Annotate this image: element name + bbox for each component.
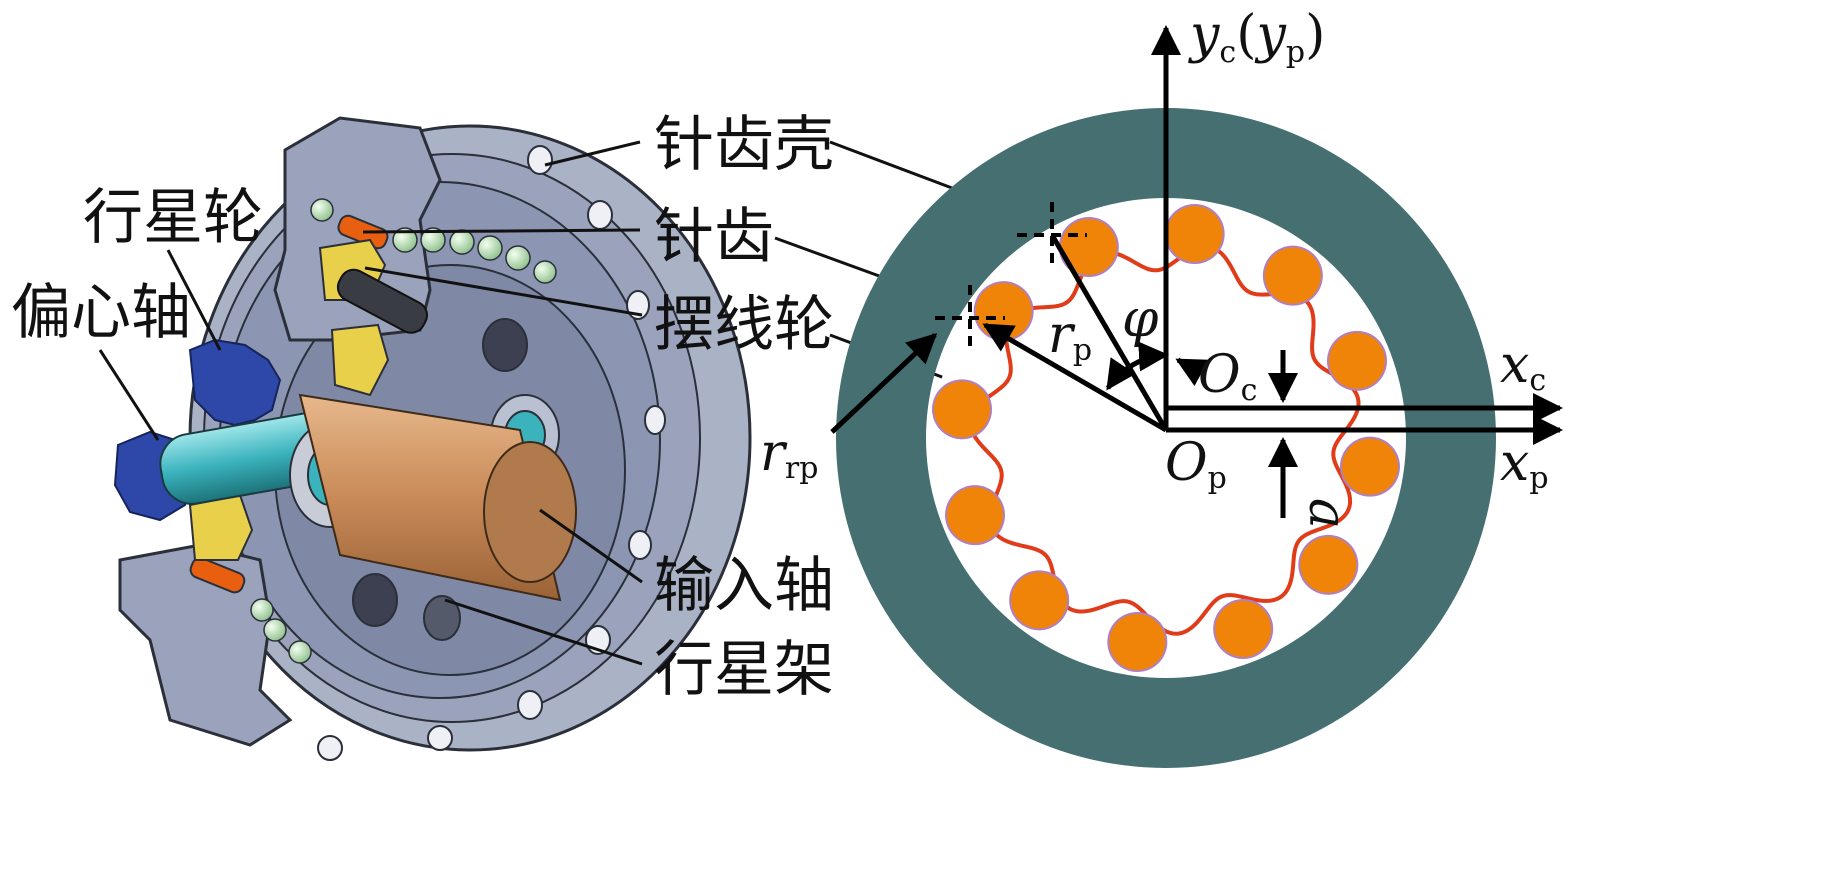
label-planet-gear: 行星轮 [83,183,263,253]
phi-arc [1105,341,1169,391]
leader-input-shaft [539,508,643,584]
carrier-hole [482,318,528,372]
ball [250,598,274,622]
bolt-hole [427,725,453,751]
bolt-hole [644,405,666,435]
ball [392,227,418,253]
pin-tooth [947,487,1004,544]
radius-lines [830,233,1298,518]
rp-vector [982,322,1168,433]
crank-pin [336,268,428,334]
leader-planet-carrier [444,598,643,666]
pin-teeth-group [932,204,1400,672]
bolt-hole [527,145,553,175]
cycloid-kinematic-diagram: yc(yp) xc xp Oc Op rp rrp φ a [760,5,1563,768]
bolt-hole [587,200,613,230]
label-rrp: rrp [760,423,818,486]
ball [288,640,312,664]
label-yc-yp: yc(yp) [1188,5,1325,70]
label-input-shaft: 输入轴 [654,551,834,621]
label-xp: xp [1500,433,1549,496]
pin-tooth [1215,600,1272,657]
pin-tooth [1341,438,1398,495]
ball [449,229,475,255]
label-a: a [1297,498,1357,529]
pin-tooth [1264,247,1321,304]
cycloid-segment [188,493,254,561]
label-pin-tooth: 针齿 [654,202,774,272]
leader-cycloid [364,266,643,317]
bolt-hole [517,690,543,720]
pin-tooth [934,381,991,438]
reducer-cutaway-illustration [113,116,752,761]
ball [505,245,531,271]
leader-pin-tooth [362,228,641,234]
pin-tooth [1300,536,1357,593]
flange-bolt-holes [317,145,666,761]
ball [477,235,503,261]
pin-tooth [1328,332,1385,389]
bolt-hole [628,530,652,560]
ball [310,198,334,222]
pin-tooth [975,283,1032,340]
ball [420,227,446,253]
planet-gear [188,338,282,427]
pin-roller-bottom [189,557,246,594]
carrier-hole [423,595,461,641]
label-op: Op [1165,433,1227,496]
oc-arrow [1175,357,1209,387]
math-labels: yc(yp) xc xp Oc Op rp rrp φ a [760,5,1549,529]
part-labels: 针齿壳 针齿 摆线轮 行星轮 偏心轴 输入轴 行星架 [11,110,834,705]
ball [263,618,287,642]
pin-radius-line [1049,233,1169,432]
ball [533,260,557,284]
carrier-hole [352,573,398,627]
rrp-arrow [830,332,938,434]
housing-bore [934,206,1398,670]
label-pin-housing: 针齿壳 [654,110,834,180]
label-cycloid-gear: 摆线轮 [654,290,834,360]
bolt-hole [317,735,343,761]
label-eccentric-shaft: 偏心轴 [11,278,191,348]
label-planet-carrier: 行星架 [654,635,834,705]
input-shaft-end [483,441,577,583]
label-phi: φ [1122,289,1159,349]
cycloid-gear-profile [968,244,1361,636]
leader-planet-gear [166,249,222,351]
leader-pin-housing [544,140,641,167]
leader-eccentric-shaft [98,349,160,441]
bearing-balls [250,198,557,664]
label-oc: Oc [1198,345,1257,408]
pin-tooth [1109,613,1166,670]
label-xc: xc [1500,335,1546,398]
leader-pin-housing-right [829,140,953,190]
pin-tooth [1011,572,1068,629]
label-rp: rp [1048,305,1092,368]
pin-tooth [1166,206,1223,263]
cycloid-segment [330,323,390,397]
